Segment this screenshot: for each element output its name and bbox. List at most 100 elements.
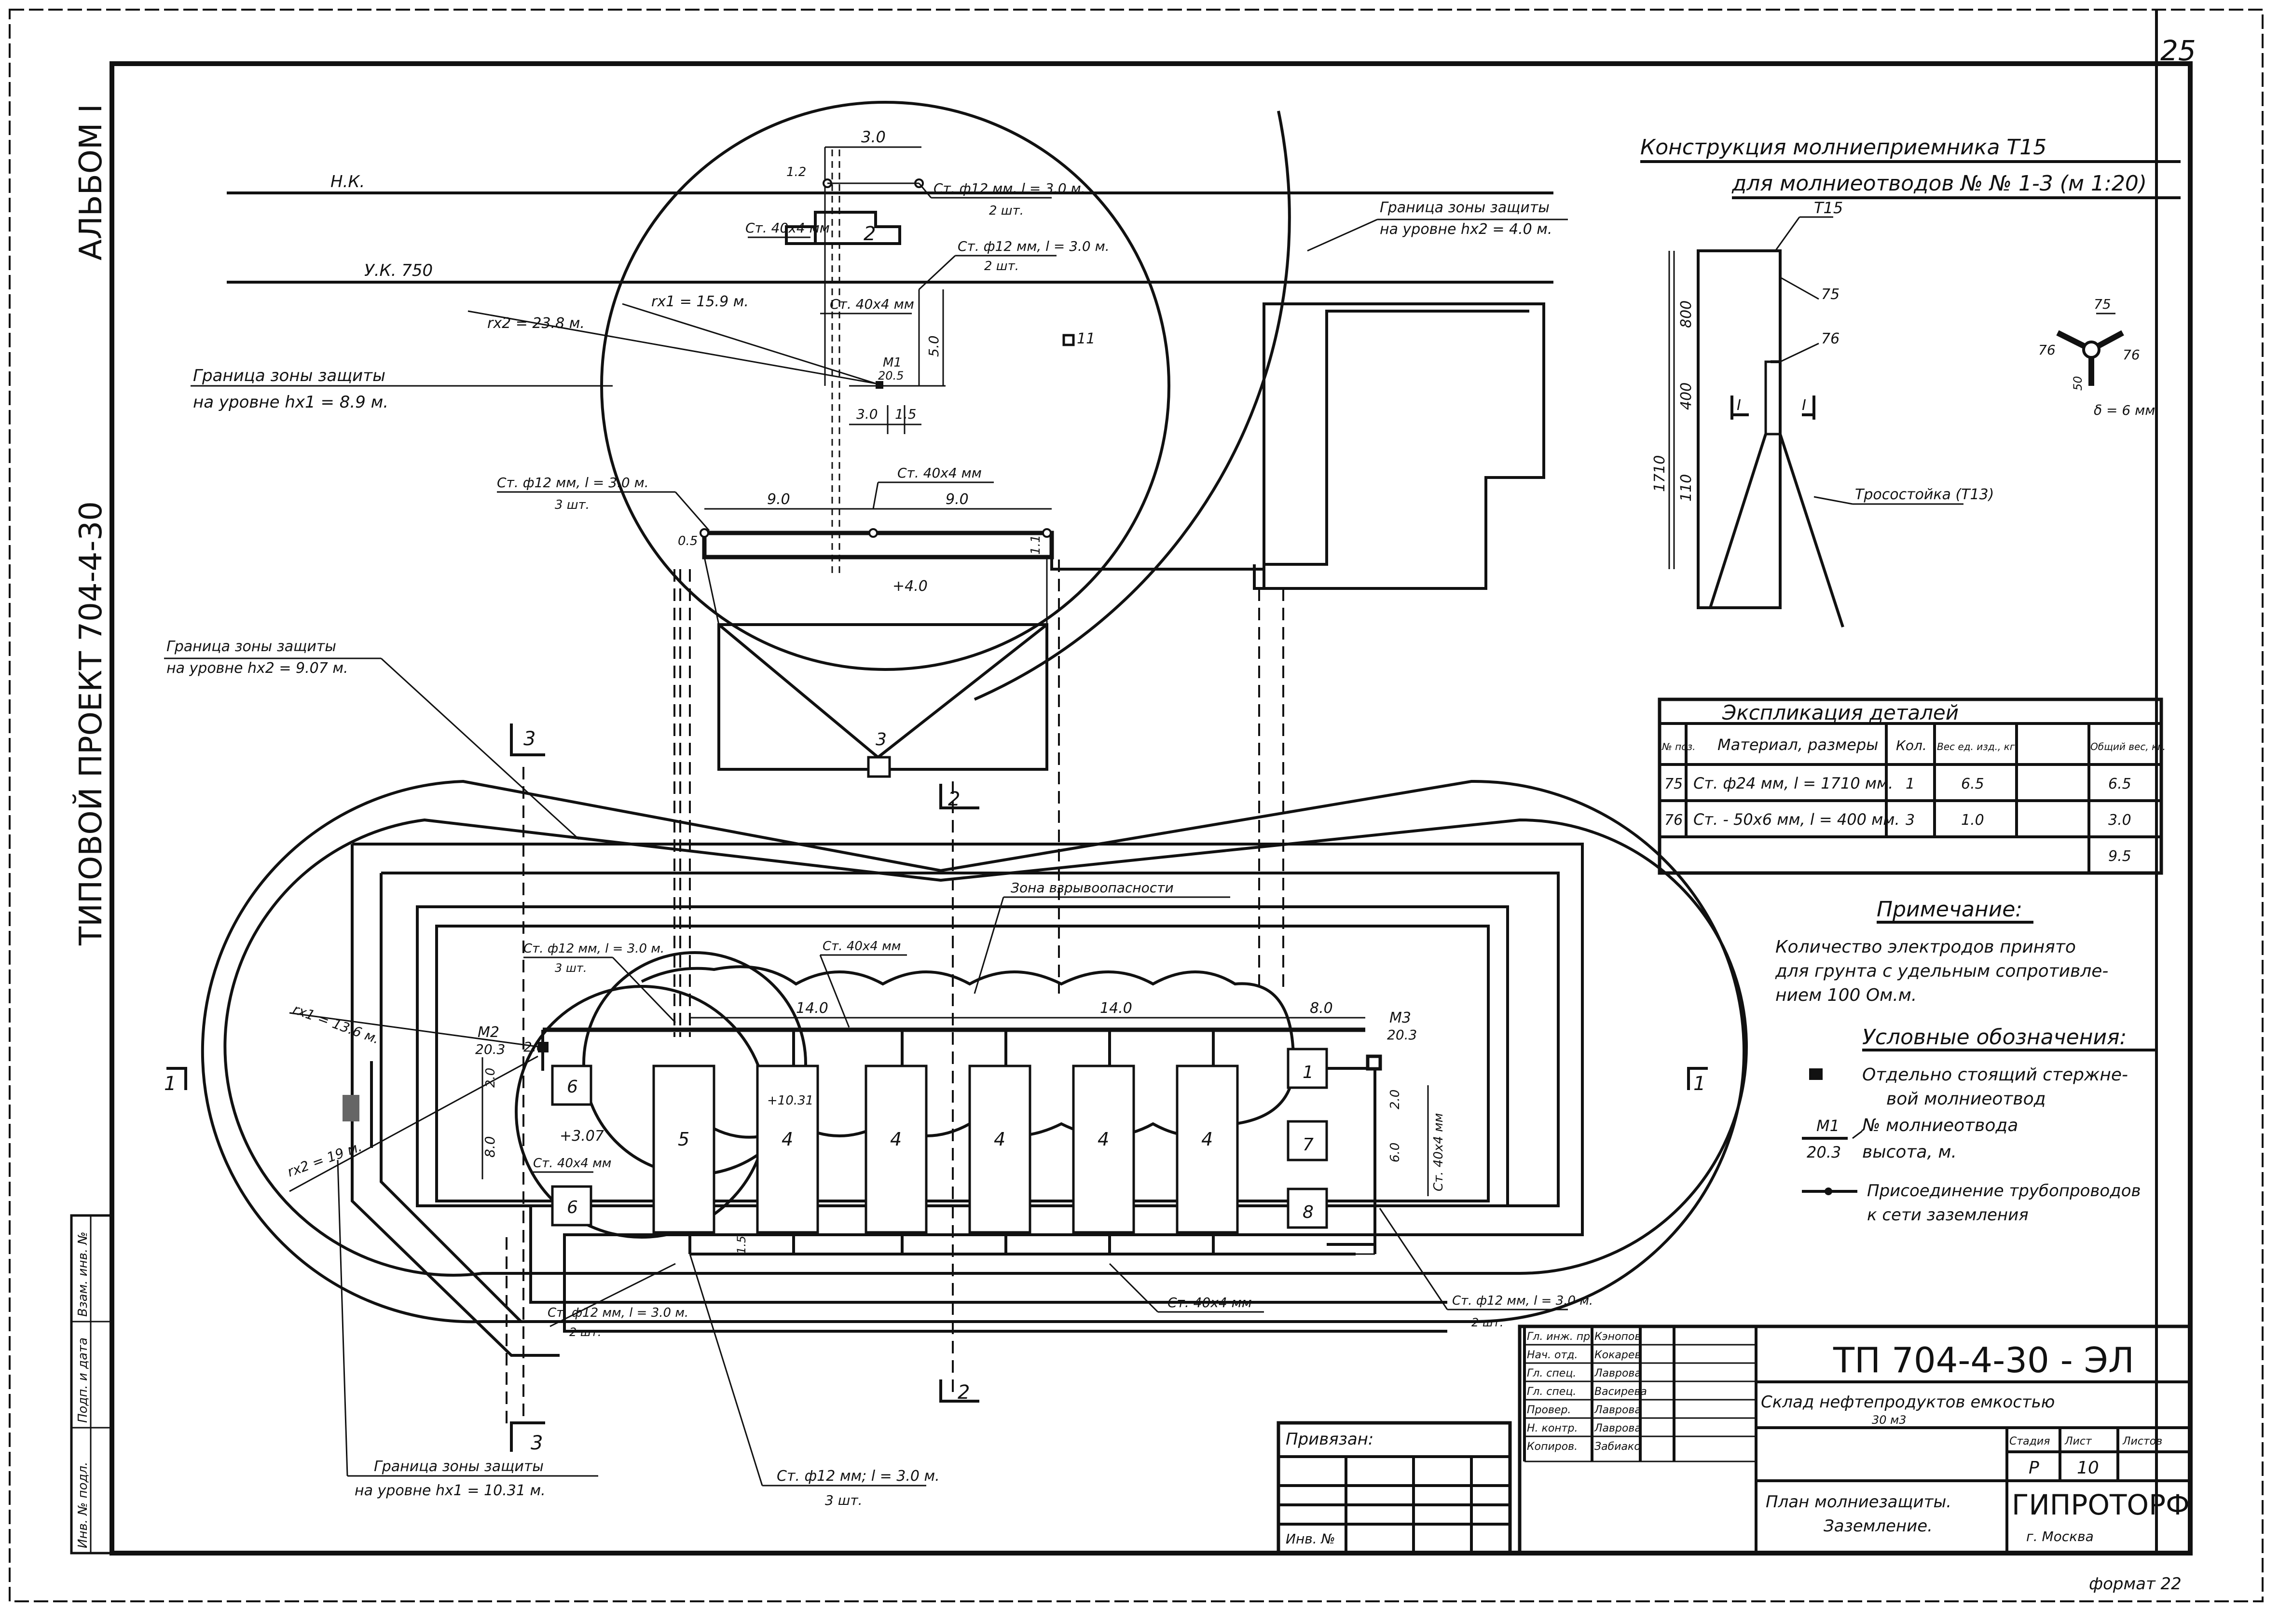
svg-text:на уровне hx2 = 9.07 м.: на уровне hx2 = 9.07 м. [166,660,348,677]
dim-400: 400 [1678,382,1695,410]
svg-text:№ молниеотвода: № молниеотвода [1861,1116,2018,1135]
stamp-cell-2: Подп. и дата [76,1337,90,1423]
svg-text:Ст. 40х4 мм: Ст. 40х4 мм [897,465,982,481]
electrode-note-2: Ст. ф12 мм, l = 3.0 м. 2 шт. [918,238,1110,290]
svg-text:для грунта с удельным сопротив: для грунта с удельным сопротивле- [1775,961,2108,981]
svg-text:на уровне hx1 = 8.9 м.: на уровне hx1 = 8.9 м. [193,393,388,412]
dim-3-0-top: 3.0 [861,128,886,146]
section-1-left: 1 [164,1067,187,1095]
svg-text:Ст. ф12 мм, l = 3.0 м.: Ст. ф12 мм, l = 3.0 м. [497,475,649,491]
section-detail: 75 76 76 50 δ = 6 мм [2038,296,2155,418]
tank-6b: 6 [551,1185,592,1227]
org-city: г. Москва [2026,1528,2094,1544]
title-block: Привязан: Инв. № ТП 704-4-30 - ЭЛ Склад … [1277,1324,2192,1555]
svg-text:50: 50 [2071,376,2085,391]
dim-1-2: 1.2 [786,165,806,179]
svg-text:6: 6 [567,1077,578,1097]
svg-text:Конструкция молниеприемника Т1: Конструкция молниеприемника Т15 [1640,135,2046,160]
svg-text:Кэнопов: Кэнопов [1594,1331,1641,1343]
level-10-31: +10.31 [767,1093,813,1108]
svg-text:8: 8 [1303,1202,1314,1222]
object-name: Склад нефтепродуктов емкостью [1761,1392,2055,1412]
bottom-zone-rings [201,779,1748,1324]
tank-7: 7 [1287,1120,1328,1161]
svg-text:2: 2 [864,223,876,245]
tank-4c: 4 [968,1064,1031,1234]
svg-text:3 шт.: 3 шт. [555,961,587,975]
svg-text:1: 1 [1906,776,1915,792]
svg-text:Кокарев: Кокарев [1594,1349,1641,1361]
explosive-zone-label: Зона взрывоопасности [1011,880,1174,896]
dim-3-0-mid: 3.0 [856,406,878,422]
building-2: 2 [785,211,901,245]
sheet-outer-border [9,9,2264,1602]
svg-text:Гл. инж. пр.: Гл. инж. пр. [1527,1331,1593,1343]
svg-text:вой молниеотвод: вой молниеотвод [1886,1089,2046,1109]
tank-4b: 4 [865,1064,928,1234]
dim-1-5-b: 1.5 [735,1236,748,1254]
explication-title: Экспликация деталей [1722,701,1959,724]
strip-note-3: Ст. 40х4 мм [872,465,994,509]
svg-text:6: 6 [567,1198,578,1217]
zone-note-2: Граница зоны защиты на уровне hx2 = 4.0 … [1307,199,1568,252]
svg-text:Ст. 40х4 мм: Ст. 40х4 мм [745,220,830,236]
svg-text:2.0: 2.0 [523,1039,545,1055]
svg-text:Лаврова: Лаврова [1594,1422,1641,1434]
svg-text:Провер.: Провер. [1527,1404,1571,1416]
sec-mark-right: I [1802,397,1806,414]
drawing-code: ТП 704-4-30 - ЭЛ [1833,1340,2134,1380]
svg-text:Условные обозначения:: Условные обозначения: [1862,1025,2127,1050]
svg-text:δ = 6 мм: δ = 6 мм [2094,402,2155,418]
svg-text:76: 76 [2038,342,2056,358]
object-capacity: 30 м3 [1872,1413,1907,1427]
dim-9-0-b: 9.0 [946,491,969,508]
svg-text:Стадия: Стадия [2009,1435,2050,1447]
dim-1-1: 1.1 [1029,535,1043,555]
svg-text:Н. контр.: Н. контр. [1527,1422,1578,1434]
svg-text:4: 4 [1098,1129,1109,1150]
dim-1-5: 1.5 [895,406,917,422]
svg-text:1: 1 [164,1073,176,1095]
explication-table: Экспликация деталей № поз. Материал, раз… [1658,697,2166,875]
mast-label: Тросостойка (Т13) [1855,486,1994,503]
svg-text:Вес ед. изд., кг.: Вес ед. изд., кг. [1937,741,2018,752]
strip-note-7: Ст. 40х4 мм [1109,1263,1264,1313]
dim-14-0-a: 14.0 [796,1000,828,1017]
svg-text:нием 100 Ом.м.: нием 100 Ом.м. [1775,985,1917,1005]
dim-6-0: 6.0 [1388,1143,1402,1162]
sec-mark-left: I [1737,397,1741,414]
svg-text:М1: М1 [1816,1117,1840,1135]
left-stamp: Инв. № подл. Подп. и дата Взам. инв. № [70,1214,113,1555]
svg-text:9.5: 9.5 [2108,848,2131,865]
sheet-title-2: Заземление. [1824,1516,1933,1536]
tank-5: 5 [652,1064,715,1234]
dim-1710: 1710 [1651,455,1668,492]
svg-text:Ст. ф12 мм, l = 3.0 м.: Ст. ф12 мм, l = 3.0 м. [548,1306,688,1320]
svg-text:Общий вес, кг.: Общий вес, кг. [2090,741,2166,752]
svg-text:3.0: 3.0 [2108,812,2131,829]
note-block: Примечание: Количество электродов принят… [1775,897,2108,1005]
svg-text:Лаврова: Лаврова [1594,1404,1641,1416]
svg-text:7: 7 [1303,1135,1314,1155]
strip-note-5: Ст. 40х4 мм [533,1156,611,1173]
svg-text:Забиако: Забиако [1594,1441,1641,1453]
svg-text:3 шт.: 3 шт. [825,1492,863,1508]
bldg-3-marker [343,1095,359,1121]
bound-label: Привязан: [1286,1430,1373,1449]
zone-note-1: Граница зоны защиты на уровне hx1 = 8.9 … [191,366,613,412]
pos-75-label: 75 [1821,286,1840,303]
org-name: ГИПРОТОРФ [2012,1488,2190,1521]
section-2-bottom: 2 [939,1379,979,1404]
svg-text:2 шт.: 2 шт. [1471,1316,1503,1329]
svg-text:на уровне hx1 = 10.31 м.: на уровне hx1 = 10.31 м. [355,1482,546,1499]
level-3-07: +3.07 [560,1128,604,1145]
pos-76-label: 76 [1821,330,1840,347]
svg-text:высота, м.: высота, м. [1862,1142,1957,1162]
svg-text:Ст. ф12 мм, l = 3.0 м.: Ст. ф12 мм, l = 3.0 м. [523,942,664,956]
svg-text:2: 2 [958,1381,970,1404]
svg-text:М2: М2 [478,1024,499,1041]
dim-5-0: 5.0 [926,335,942,357]
detail-title: Конструкция молниеприемника Т15 для молн… [1640,135,2181,199]
svg-text:Количество электродов принято: Количество электродов принято [1775,937,2076,957]
dim-8-0: 8.0 [1310,1000,1333,1017]
